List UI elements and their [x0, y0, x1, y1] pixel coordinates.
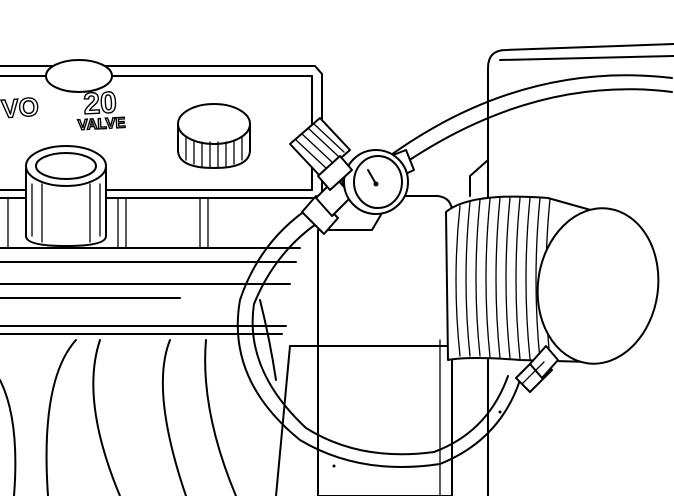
hose-nozzle — [515, 345, 559, 393]
intake-runners — [0, 299, 277, 496]
cover-lettering: VO 20 VALVE — [0, 86, 127, 135]
brand-text: VO — [0, 91, 40, 124]
cover-oval-plug — [45, 59, 113, 93]
spark-plug-well — [25, 145, 107, 247]
tester-hose — [236, 74, 673, 468]
reservoir-housing — [469, 43, 674, 496]
valve-count-text: 20 — [83, 86, 118, 121]
pressure-gauge — [339, 149, 415, 215]
oil-filler-cap — [177, 103, 251, 169]
valve-word-text: VALVE — [77, 115, 126, 134]
pump-knob — [289, 117, 353, 191]
corrugated-hose — [445, 195, 660, 365]
gauge-needle — [367, 169, 377, 185]
